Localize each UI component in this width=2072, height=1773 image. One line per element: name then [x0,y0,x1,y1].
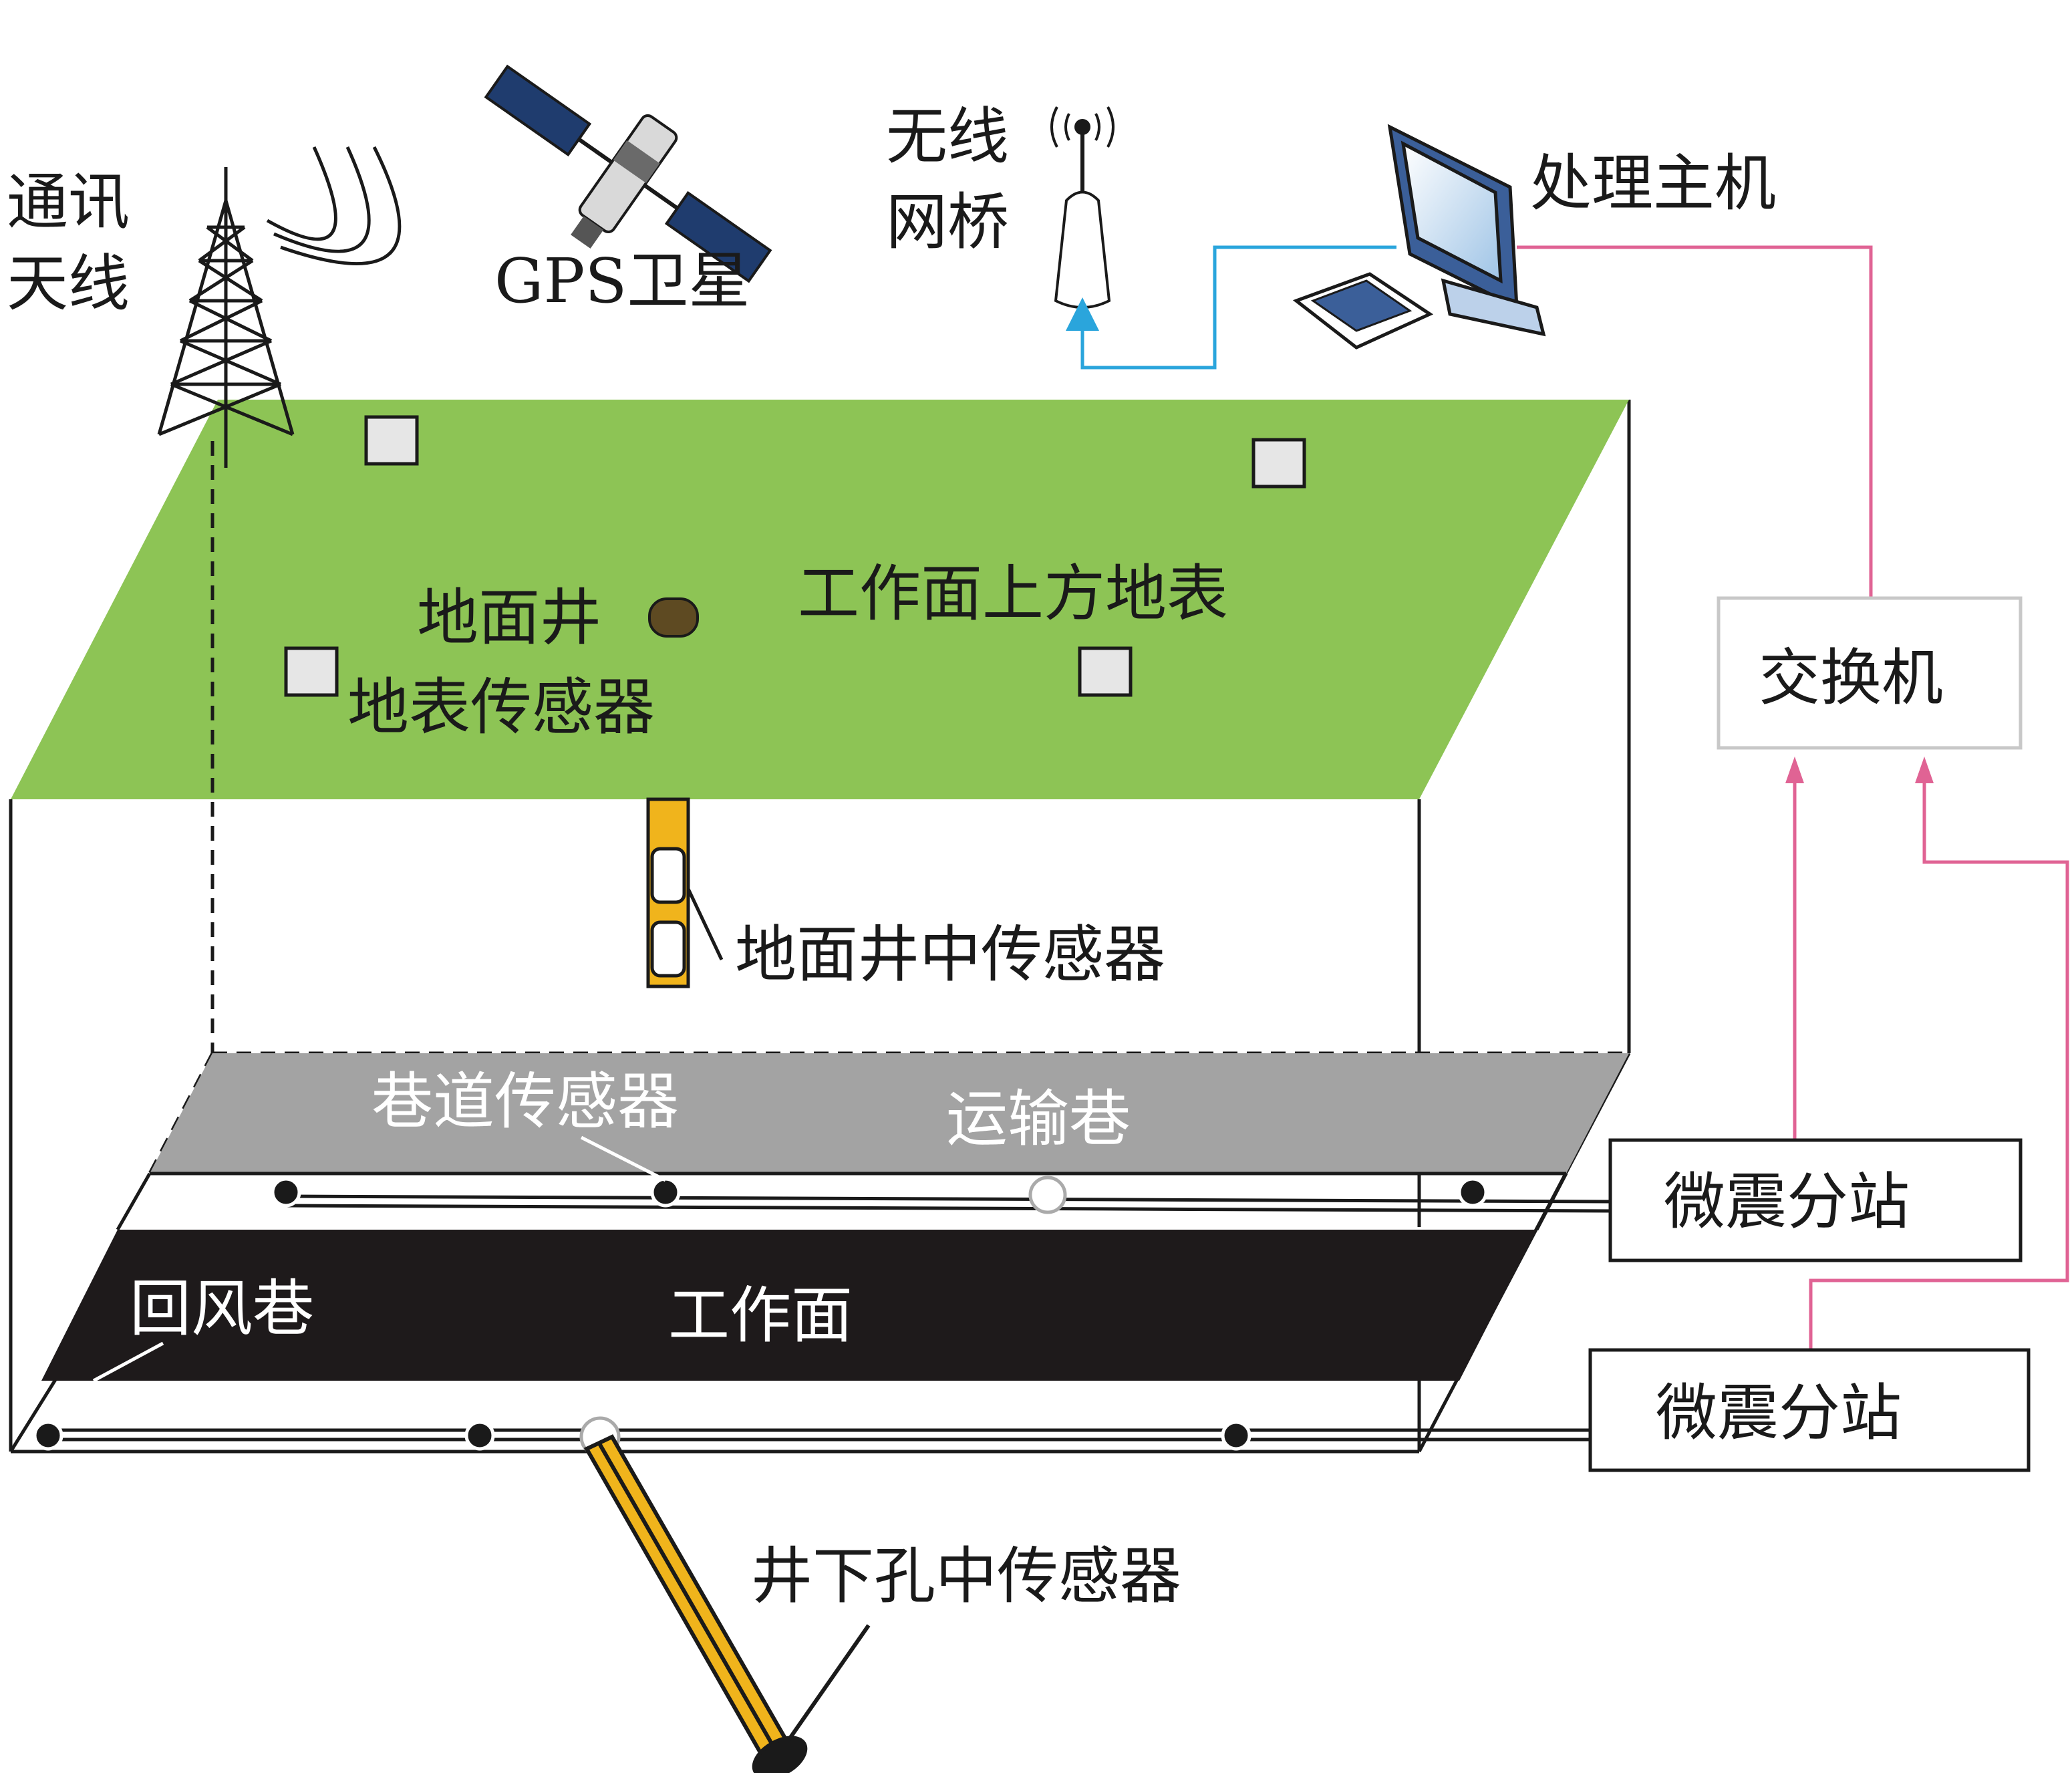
working-face-band [41,1230,1537,1381]
desktop-computer-icon [1292,124,1546,350]
surface-sensor-label: 地表传感器 [347,672,655,743]
sensor-cables [47,1194,1614,1442]
comm-antenna-label-2: 天线 [7,248,130,319]
ground-well-label: 地面井 [417,582,601,654]
transport-roadway-sensors [271,1176,1488,1214]
ground-well-marker [648,597,699,638]
surface-sensor-1 [364,415,419,466]
wireless-bridge-icon [1050,106,1115,309]
surface-sensor-2 [1251,438,1306,489]
roadway-sensor-node [271,1177,301,1208]
roadway-sensor-label: 巷道传感器 [372,1066,679,1137]
surface-sensor-3 [284,646,339,697]
switch-links [1517,245,2069,1350]
ground-well-borehole [646,797,724,988]
roadway-sensor-node [1457,1177,1488,1208]
gps-satellite-label: GPS卫星 [494,245,750,317]
switch-box [1717,596,2023,750]
surface-sensors [284,415,1306,697]
host-to-bridge-link [1066,245,1396,370]
transport-roadway-band [150,1053,1629,1174]
underground-borehole [583,1434,871,1773]
working-face-label: 工作面 [668,1280,853,1351]
roadway-edges [9,1172,1568,1454]
transport-roadway-label: 运输巷 [946,1083,1131,1155]
micro-station-box-1 [1608,1138,2023,1262]
host-label: 处理主机 [1530,148,1776,219]
roadway-sensor-node [33,1420,63,1451]
roadway-sensor-node [464,1420,495,1451]
surface-plane [11,400,1629,799]
underground-borehole-sensor-label: 井下孔中传感器 [751,1540,1181,1612]
wireless-bridge-label-1: 无线 [886,101,1009,172]
radio-tower-icon [157,167,295,468]
ground-well-sensor-label: 地面井中传感器 [735,919,1165,990]
comm-antenna-label-1: 通讯 [7,166,130,238]
surface-above-face-label: 工作面上方地表 [798,558,1228,630]
switch-label: 交换机 [1759,642,1943,714]
surface-sensor-4 [1078,646,1133,697]
micro-station-box-2 [1588,1348,2031,1472]
switch-link-arrowheads [1785,757,1934,783]
roadway-sensor-node-open [1028,1176,1067,1214]
wireless-bridge-label-2: 网桥 [886,186,1009,258]
micro-station-label-1: 微震分站 [1664,1166,1910,1238]
return-roadway-leader [92,1341,164,1383]
signal-waves-icon [266,146,402,265]
roadway-sensor-node [1221,1420,1251,1451]
satellite-icon [484,64,772,283]
return-air-roadway-label: 回风巷 [130,1273,314,1345]
roadway-sensor-leader [580,1135,667,1182]
roadway-sensor-node [650,1177,681,1208]
micro-station-label-2: 微震分站 [1656,1377,1902,1449]
